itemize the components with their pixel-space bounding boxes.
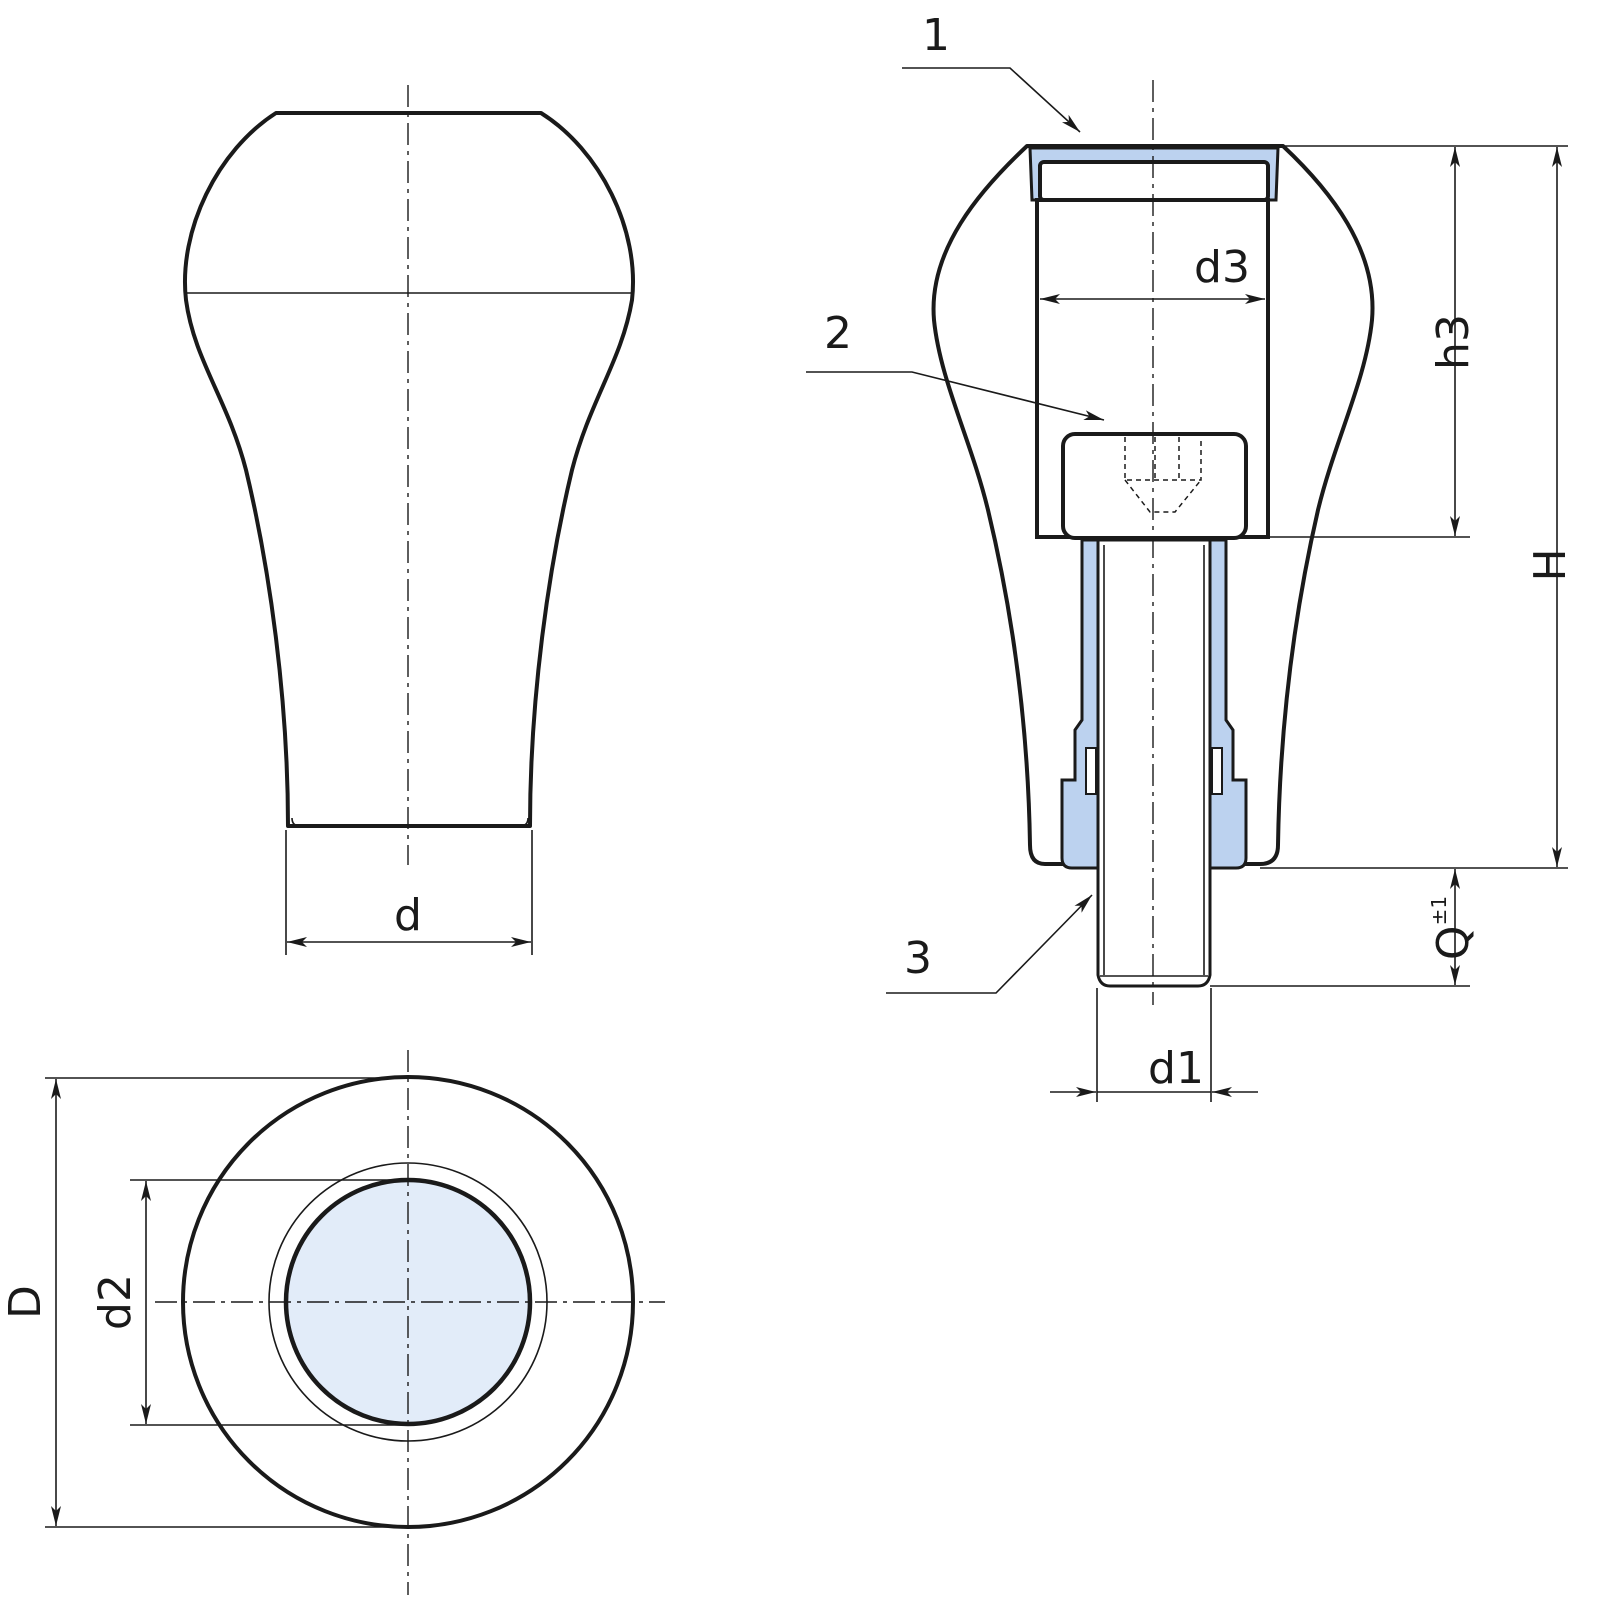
label-h3: h3	[1428, 314, 1479, 370]
callout-2: 2	[824, 308, 852, 359]
bottom-view: D d2	[0, 1050, 665, 1595]
bushing-left	[1060, 538, 1100, 870]
label-D: D	[0, 1285, 51, 1319]
callout-2-leader	[806, 371, 1105, 421]
callout-1-leader	[902, 67, 1081, 133]
label-Q-tolerance: ±1	[1427, 896, 1451, 925]
bushing-groove	[1211, 747, 1223, 795]
label-H: H	[1525, 548, 1576, 581]
knob-outline	[183, 111, 635, 828]
knob-section-outline	[931, 144, 1375, 866]
callout-1: 1	[922, 10, 950, 61]
label-Q: Q±1	[1427, 896, 1479, 960]
label-Q-letter: Q	[1428, 925, 1479, 960]
hex-socket-hidden	[1124, 437, 1202, 513]
section-view: d3 h3 H Q±1 d1 1 2 3	[806, 10, 1576, 1102]
callout-3: 3	[904, 933, 932, 984]
label-d3: d3	[1194, 242, 1250, 293]
cap-recess	[1038, 160, 1270, 202]
label-d2: d2	[90, 1274, 141, 1330]
label-d: d	[394, 890, 422, 941]
callout-3-leader	[886, 894, 1093, 994]
base-rim	[291, 817, 529, 827]
label-d1: d1	[1148, 1043, 1204, 1094]
side-view: d	[183, 85, 635, 955]
threaded-stud	[1096, 538, 1212, 988]
bushing-groove	[1085, 747, 1097, 795]
bushing-right	[1208, 538, 1248, 870]
